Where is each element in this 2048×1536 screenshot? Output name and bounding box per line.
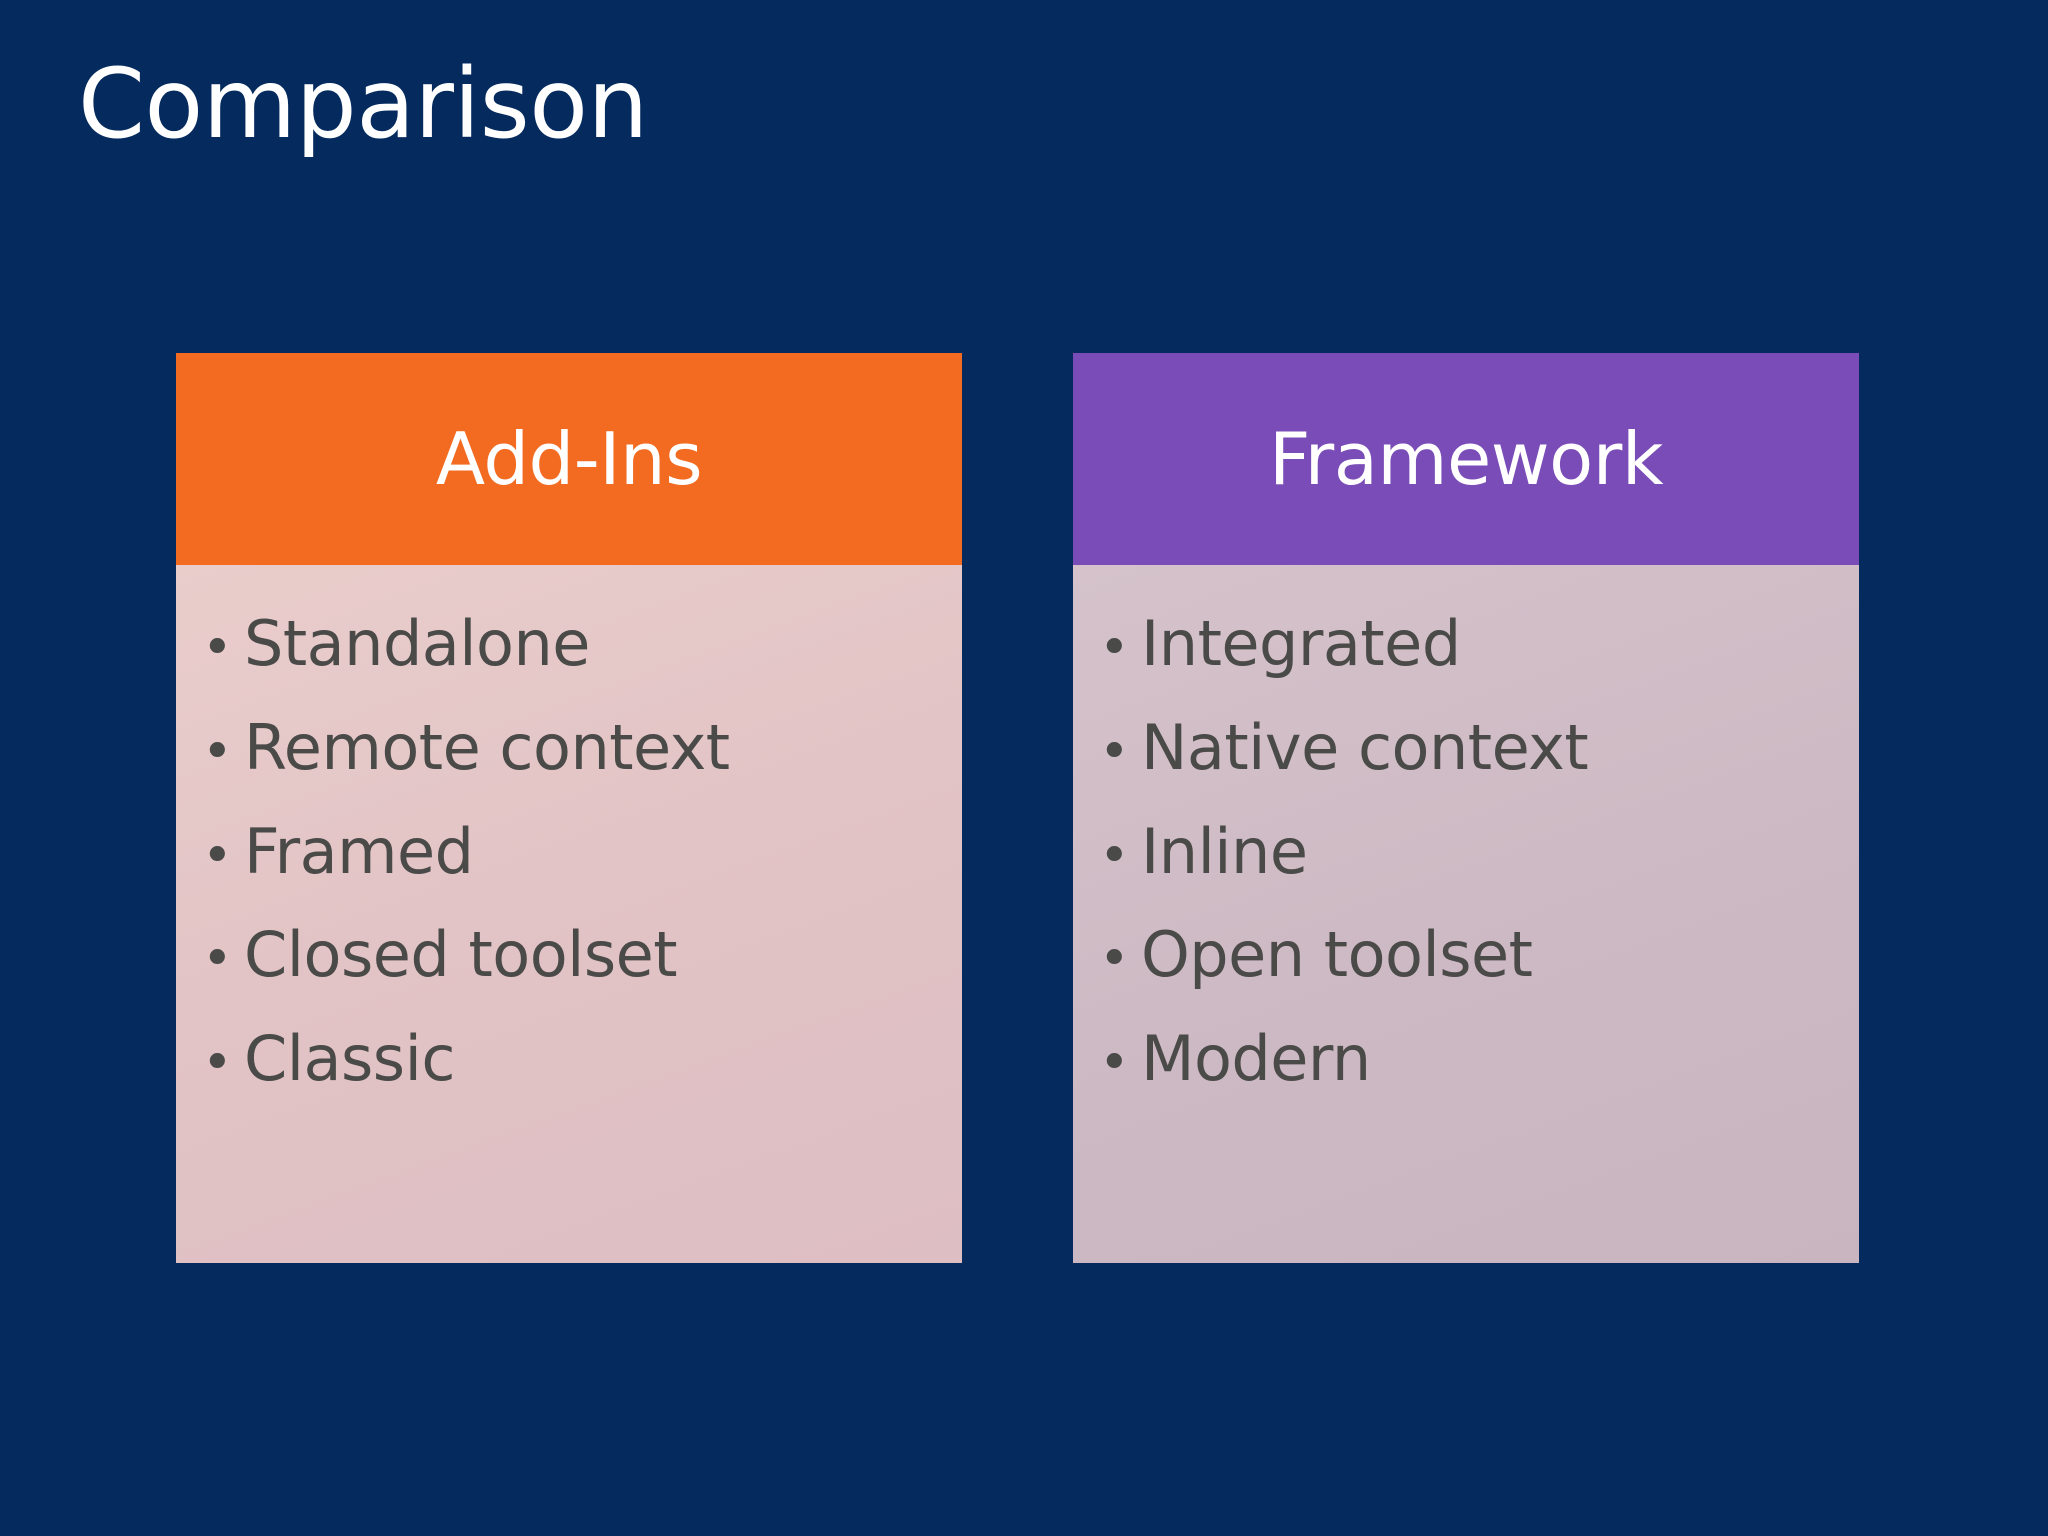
list-item: • Inline bbox=[1099, 811, 1833, 893]
bullet-list-addins: • Standalone • Remote context • Framed •… bbox=[202, 603, 936, 1100]
list-item: • Integrated bbox=[1099, 603, 1833, 685]
list-item: • Standalone bbox=[202, 603, 936, 685]
list-item: • Open toolset bbox=[1099, 914, 1833, 996]
list-item: • Native context bbox=[1099, 707, 1833, 789]
list-item-label: Open toolset bbox=[1141, 918, 1533, 992]
bullet-dot-icon: • bbox=[1099, 618, 1130, 678]
list-item-label: Integrated bbox=[1141, 607, 1461, 680]
list-item-label: Framed bbox=[244, 814, 474, 888]
list-item: • Remote context bbox=[202, 707, 936, 789]
bullet-dot-icon: • bbox=[202, 825, 233, 886]
bullet-dot-icon: • bbox=[202, 1033, 233, 1094]
comparison-card-addins: Add-Ins • Standalone • Remote context • … bbox=[176, 353, 962, 1263]
list-item-label: Native context bbox=[1141, 710, 1589, 784]
bullet-dot-icon: • bbox=[202, 929, 233, 990]
list-item: • Classic bbox=[202, 1018, 936, 1100]
card-body-framework: • Integrated • Native context • Inline •… bbox=[1073, 565, 1859, 1263]
list-item: • Modern bbox=[1099, 1018, 1833, 1100]
card-header-framework: Framework bbox=[1073, 353, 1859, 565]
list-item: • Framed bbox=[202, 811, 936, 893]
bullet-dot-icon: • bbox=[1099, 721, 1130, 782]
bullet-dot-icon: • bbox=[1099, 825, 1130, 886]
bullet-list-framework: • Integrated • Native context • Inline •… bbox=[1099, 603, 1833, 1100]
list-item-label: Inline bbox=[1141, 814, 1308, 888]
bullet-dot-icon: • bbox=[1099, 929, 1130, 990]
list-item: • Closed toolset bbox=[202, 914, 936, 996]
list-item-label: Modern bbox=[1141, 1022, 1371, 1096]
card-header-addins: Add-Ins bbox=[176, 353, 962, 565]
list-item-label: Remote context bbox=[244, 710, 730, 784]
bullet-dot-icon: • bbox=[202, 721, 233, 782]
card-body-addins: • Standalone • Remote context • Framed •… bbox=[176, 565, 962, 1263]
list-item-label: Classic bbox=[244, 1022, 455, 1096]
list-item-label: Standalone bbox=[244, 607, 590, 680]
bullet-dot-icon: • bbox=[1099, 1033, 1130, 1094]
page-title: Comparison bbox=[78, 48, 648, 160]
list-item-label: Closed toolset bbox=[244, 918, 678, 992]
bullet-dot-icon: • bbox=[202, 618, 233, 678]
comparison-card-framework: Framework • Integrated • Native context … bbox=[1073, 353, 1859, 1263]
